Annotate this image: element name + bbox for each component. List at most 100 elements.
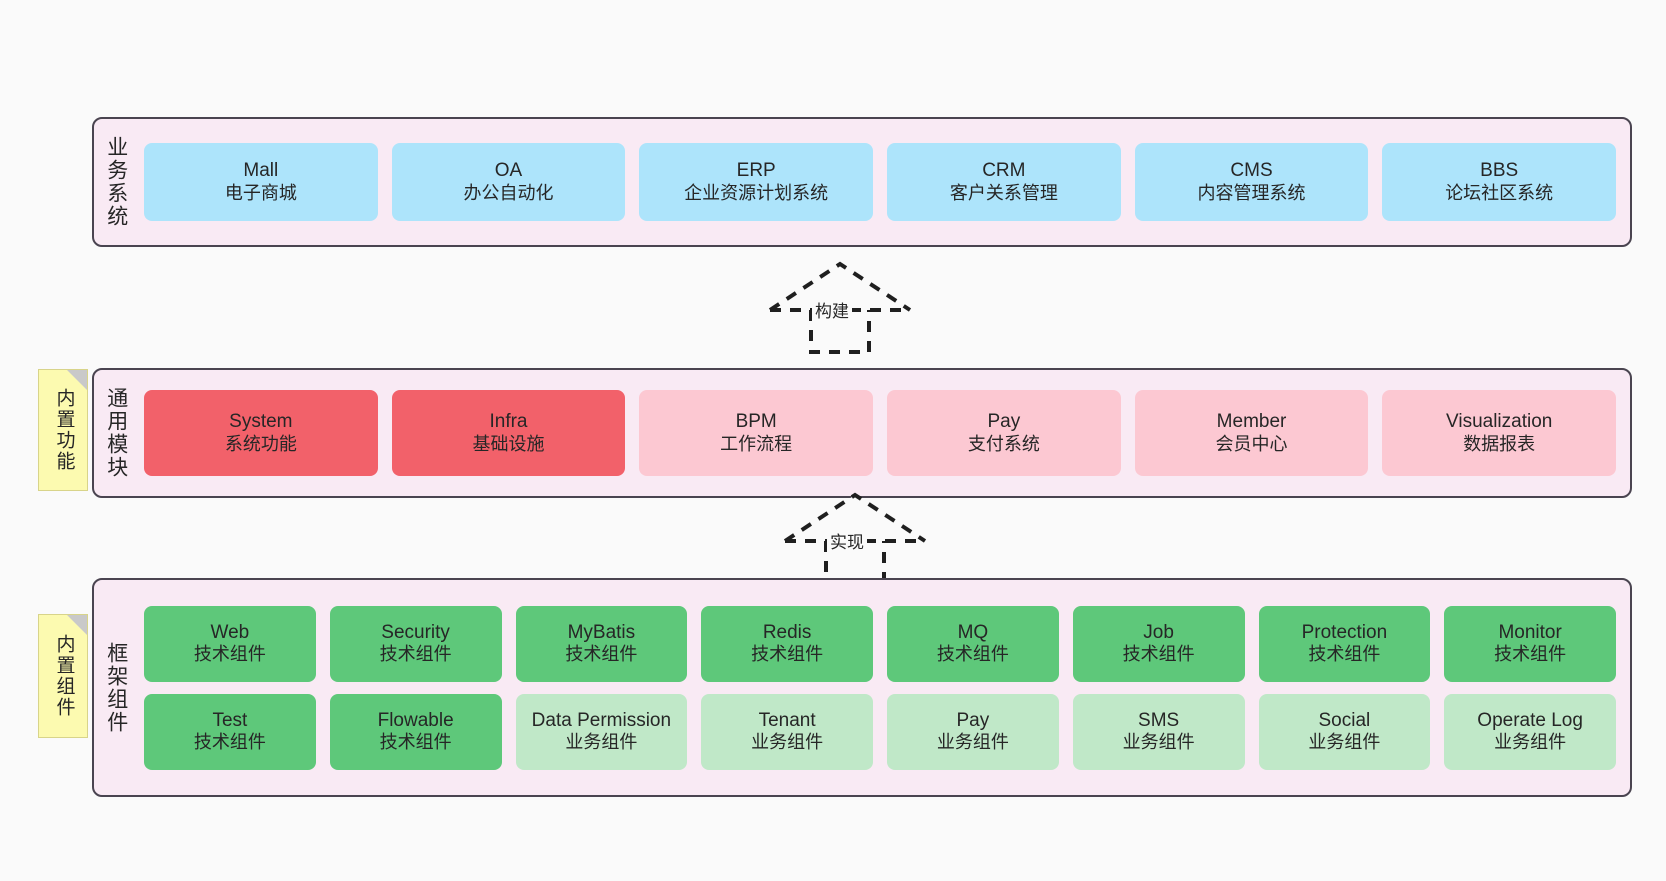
card-flowable[interactable]: Flowable 技术组件 bbox=[329, 693, 502, 770]
card-title: CRM bbox=[982, 160, 1026, 182]
card-sms[interactable]: SMS 业务组件 bbox=[1072, 693, 1245, 770]
card-tenant[interactable]: Tenant 业务组件 bbox=[701, 693, 873, 770]
card-protection[interactable]: Protection 技术组件 bbox=[1258, 605, 1431, 682]
card-title: Security bbox=[381, 621, 450, 643]
card-subtitle: 系统功能 bbox=[224, 433, 297, 454]
card-subtitle: 支付系统 bbox=[967, 433, 1040, 454]
card-bbs[interactable]: BBS 论坛社区系统 bbox=[1382, 143, 1617, 221]
card-data-permission[interactable]: Data Permission 业务组件 bbox=[515, 693, 688, 770]
card-monitor[interactable]: Monitor 技术组件 bbox=[1444, 605, 1616, 682]
card-title: SMS bbox=[1138, 709, 1180, 731]
card-visualization[interactable]: Visualization 数据报表 bbox=[1382, 390, 1617, 476]
card-redis[interactable]: Redis 技术组件 bbox=[701, 605, 873, 682]
card-title: Pay bbox=[987, 411, 1021, 433]
card-title: Job bbox=[1143, 621, 1174, 643]
card-subtitle: 数据报表 bbox=[1463, 433, 1536, 454]
card-subtitle: 技术组件 bbox=[379, 732, 452, 753]
card-title: BPM bbox=[735, 411, 777, 433]
card-pay[interactable]: Pay 支付系统 bbox=[887, 390, 1121, 476]
card-subtitle: 业务组件 bbox=[751, 732, 824, 753]
card-crm[interactable]: CRM 客户关系管理 bbox=[887, 143, 1121, 221]
card-social[interactable]: Social 业务组件 bbox=[1258, 693, 1431, 770]
card-subtitle: 基础设施 bbox=[472, 433, 545, 454]
card-title: Social bbox=[1318, 709, 1371, 731]
connector-build-label: 构建 bbox=[812, 297, 852, 322]
card-subtitle: 技术组件 bbox=[936, 644, 1009, 665]
card-subtitle: 论坛社区系统 bbox=[1445, 182, 1554, 203]
note-builtin-features: 内置功能 bbox=[38, 369, 88, 491]
layer-body-framework-components: Web 技术组件 Security 技术组件 MyBatis 技术组件 Redi… bbox=[138, 580, 1630, 795]
card-pay-business[interactable]: Pay 业务组件 bbox=[887, 693, 1059, 770]
card-title: Tenant bbox=[758, 709, 816, 731]
card-title: CMS bbox=[1230, 160, 1273, 182]
card-subtitle: 业务组件 bbox=[1308, 732, 1381, 753]
card-title: Member bbox=[1216, 411, 1287, 433]
card-title: ERP bbox=[736, 160, 776, 182]
card-subtitle: 企业资源计划系统 bbox=[684, 182, 829, 203]
layer-framework-components: 框架组件 Web 技术组件 Security 技术组件 MyBatis 技术组件… bbox=[92, 578, 1632, 797]
connector-implement-label: 实现 bbox=[827, 528, 867, 553]
layer-body-common-modules: System 系统功能 Infra 基础设施 BPM 工作流程 Pay 支付系统… bbox=[138, 370, 1630, 496]
card-title: Test bbox=[212, 709, 248, 731]
card-erp[interactable]: ERP 企业资源计划系统 bbox=[639, 143, 874, 221]
layer-body-business-systems: Mall 电子商城 OA 办公自动化 ERP 企业资源计划系统 CRM 客户关系… bbox=[138, 119, 1630, 245]
card-title: Flowable bbox=[377, 709, 454, 731]
card-subtitle: 业务组件 bbox=[1122, 732, 1195, 753]
card-title: BBS bbox=[1480, 160, 1519, 182]
card-operate-log[interactable]: Operate Log 业务组件 bbox=[1444, 693, 1616, 770]
card-subtitle: 技术组件 bbox=[751, 644, 824, 665]
note-fold-corner-icon bbox=[67, 370, 87, 390]
card-mybatis[interactable]: MyBatis 技术组件 bbox=[515, 605, 688, 682]
card-system[interactable]: System 系统功能 bbox=[144, 390, 378, 476]
card-title: Infra bbox=[489, 411, 528, 433]
card-subtitle: 技术组件 bbox=[1122, 644, 1195, 665]
card-oa[interactable]: OA 办公自动化 bbox=[391, 143, 626, 221]
note-builtin-components: 内置组件 bbox=[38, 614, 88, 738]
card-subtitle: 技术组件 bbox=[193, 732, 266, 753]
card-cms[interactable]: CMS 内容管理系统 bbox=[1134, 143, 1369, 221]
card-title: Pay bbox=[956, 709, 990, 731]
card-title: Operate Log bbox=[1477, 709, 1583, 731]
card-subtitle: 业务组件 bbox=[936, 732, 1009, 753]
card-subtitle: 电子商城 bbox=[224, 182, 297, 203]
card-subtitle: 业务组件 bbox=[1494, 732, 1567, 753]
card-job[interactable]: Job 技术组件 bbox=[1072, 605, 1245, 682]
card-security[interactable]: Security 技术组件 bbox=[329, 605, 502, 682]
card-mq[interactable]: MQ 技术组件 bbox=[887, 605, 1059, 682]
card-subtitle: 办公自动化 bbox=[463, 182, 554, 203]
note-fold-corner-icon bbox=[67, 615, 87, 635]
layer-title-business-systems: 业务系统 bbox=[104, 136, 128, 228]
layer-business-systems: 业务系统 Mall 电子商城 OA 办公自动化 ERP 企业资源计划系统 CRM… bbox=[92, 117, 1632, 247]
card-bpm[interactable]: BPM 工作流程 bbox=[639, 390, 874, 476]
layer-common-modules: 通用模块 System 系统功能 Infra 基础设施 BPM 工作流程 Pay… bbox=[92, 368, 1632, 498]
card-subtitle: 技术组件 bbox=[1308, 644, 1381, 665]
card-member[interactable]: Member 会员中心 bbox=[1134, 390, 1369, 476]
card-subtitle: 技术组件 bbox=[1494, 644, 1567, 665]
card-title: MyBatis bbox=[567, 621, 636, 643]
card-title: Mall bbox=[243, 160, 279, 182]
layer-title-common-modules: 通用模块 bbox=[104, 387, 128, 479]
card-mall[interactable]: Mall 电子商城 bbox=[144, 143, 378, 221]
card-title: MQ bbox=[957, 621, 989, 643]
card-title: System bbox=[229, 411, 293, 433]
card-subtitle: 技术组件 bbox=[379, 644, 452, 665]
card-web[interactable]: Web 技术组件 bbox=[144, 605, 316, 682]
card-title: Web bbox=[210, 621, 250, 643]
card-title: Monitor bbox=[1498, 621, 1562, 643]
note-label: 内置功能 bbox=[53, 388, 75, 472]
card-subtitle: 内容管理系统 bbox=[1197, 182, 1306, 203]
card-test[interactable]: Test 技术组件 bbox=[144, 693, 316, 770]
card-subtitle: 客户关系管理 bbox=[949, 182, 1058, 203]
card-title: Redis bbox=[762, 621, 812, 643]
card-subtitle: 技术组件 bbox=[565, 644, 638, 665]
card-subtitle: 技术组件 bbox=[193, 644, 266, 665]
note-label: 内置组件 bbox=[53, 634, 75, 718]
card-subtitle: 会员中心 bbox=[1215, 433, 1288, 454]
card-title: Data Permission bbox=[531, 709, 672, 731]
card-subtitle: 业务组件 bbox=[565, 732, 638, 753]
framework-row-business: Test 技术组件 Flowable 技术组件 Data Permission … bbox=[144, 693, 1616, 770]
card-infra[interactable]: Infra 基础设施 bbox=[391, 390, 626, 476]
card-title: OA bbox=[494, 160, 523, 182]
layer-title-framework-components: 框架组件 bbox=[104, 641, 128, 734]
